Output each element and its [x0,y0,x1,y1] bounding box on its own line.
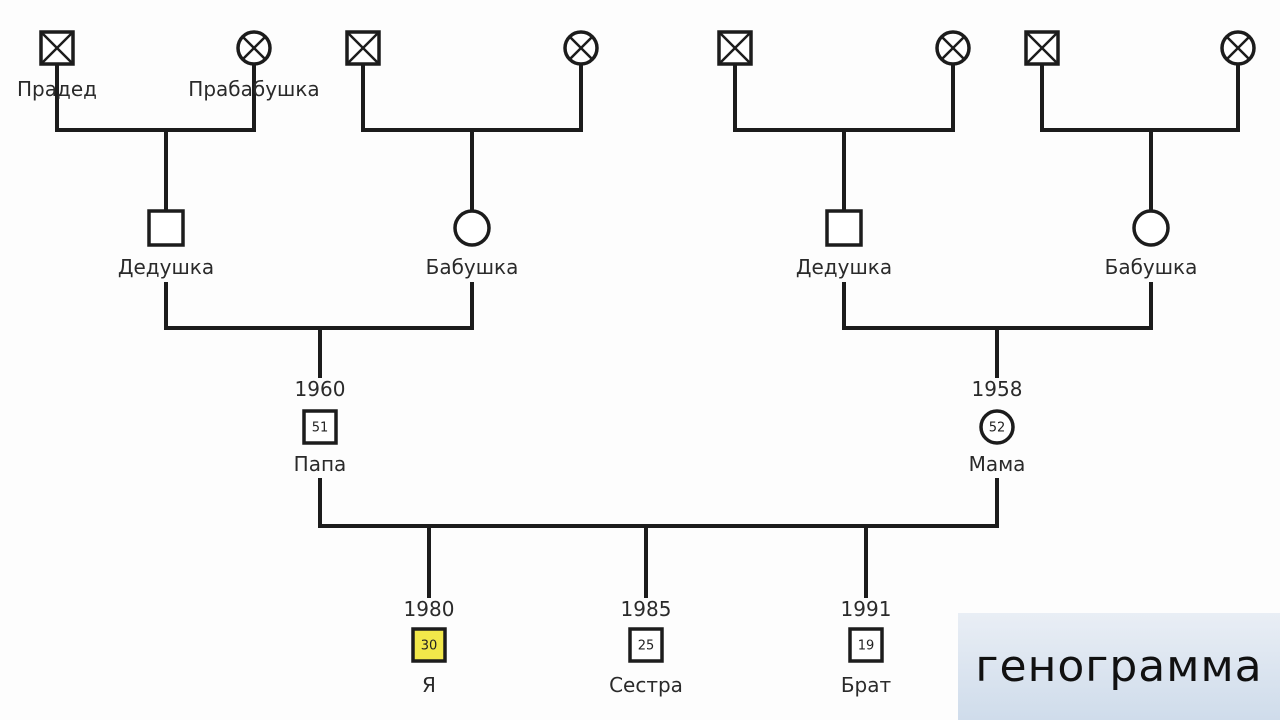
person-label: Бабушка [1105,255,1198,279]
deceased-cross-icon [40,31,74,65]
male-square-icon [628,627,664,663]
male-square-icon [147,209,185,247]
birth-year-label: 1980 [404,597,455,621]
age-label: 51 [312,421,329,436]
birth-year-label: 1985 [621,597,672,621]
deceased-cross-icon [568,35,594,61]
person-label: Дедушка [796,255,892,279]
deceased-cross-icon [346,31,380,65]
person-label: Дедушка [118,255,214,279]
person-label: Прадед [17,77,97,101]
title-banner: генограмма [958,613,1280,720]
person-label: Прабабушка [188,77,319,101]
person-label: Папа [294,452,347,476]
deceased-cross-icon [1225,35,1251,61]
deceased-cross-icon [940,35,966,61]
deceased-cross-icon [241,35,267,61]
slide-title: генограмма [975,641,1263,692]
person-label: Я [422,673,436,697]
birth-year-label: 1960 [295,377,346,401]
female-circle-icon [453,209,491,247]
person-label: Брат [841,673,892,697]
age-label: 19 [858,639,875,654]
person-label: Мама [969,452,1026,476]
person-label: Бабушка [426,255,519,279]
deceased-cross-icon [718,31,752,65]
person-label: Сестра [609,673,683,697]
male-square-icon [848,627,884,663]
birth-year-label: 1958 [972,377,1023,401]
age-label: 25 [638,639,655,654]
age-label: 30 [421,639,438,654]
female-circle-icon [1132,209,1170,247]
deceased-cross-icon [1025,31,1059,65]
female-circle-icon [979,409,1015,445]
male-square-icon [825,209,863,247]
male-square-icon [411,627,447,663]
age-label: 52 [989,421,1006,436]
male-square-icon [302,409,338,445]
birth-year-label: 1991 [841,597,892,621]
